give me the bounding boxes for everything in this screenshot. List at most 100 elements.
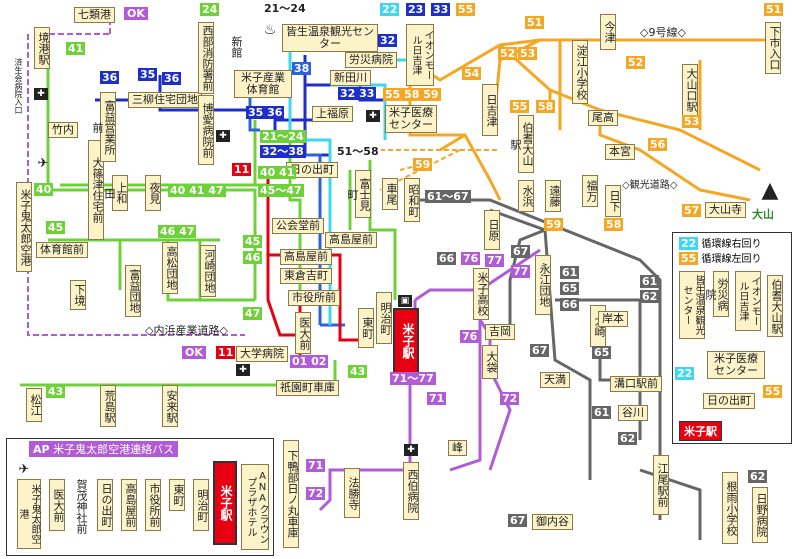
loop-left-badge: 55 — [679, 252, 699, 265]
route-badge-67: 67 — [511, 245, 531, 258]
stop-shiyakusho[interactable]: 市役所前 — [288, 290, 340, 306]
stop-hakuai[interactable]: 博愛病院前 — [198, 95, 214, 165]
stop-ogihara[interactable]: 日原 — [484, 210, 500, 250]
stop-yonago-kuko[interactable]: 米子鬼太郎空港 — [16, 182, 32, 272]
stop-saika[interactable]: 済生会病院入口 — [14, 58, 23, 114]
stop-higashimachi[interactable]: 東町 — [358, 308, 374, 348]
airplane-icon: ✈ — [18, 462, 30, 477]
stop-shinkan[interactable]: 新館 — [230, 36, 243, 58]
stop-hokke[interactable]: 夜見 — [145, 175, 161, 211]
stop-yonago-kyogi[interactable]: 米子産業体育館 — [234, 70, 292, 98]
stop-imazu[interactable]: 今津 — [600, 14, 616, 50]
stop-takeuchi[interactable]: 竹内 — [48, 122, 78, 138]
stop-nishiboshi[interactable]: 西部消防署前 — [198, 22, 214, 94]
label-kokudo9: ◇9号線◇ — [640, 26, 686, 39]
stop-tsukinowa[interactable]: 日吉津 — [482, 84, 498, 136]
stop-tomimasu[interactable]: 富益団地 — [125, 265, 141, 317]
stop-nishihaku[interactable]: 西伯病院 — [403, 462, 419, 520]
stop-showa[interactable]: 昭和町 — [404, 178, 420, 222]
stop-yoshida[interactable]: 淀江小学校 — [572, 40, 588, 104]
loop-stop-kaike[interactable]: 皆生温泉観光センター — [679, 271, 705, 339]
stop-hiorin[interactable]: 日下 — [605, 185, 621, 217]
stop-gion[interactable]: 峰 — [448, 440, 467, 456]
ap-stop-ana[interactable]: ANAクラウンプラザホテル — [241, 464, 269, 550]
ap-stop-kamo[interactable]: 賀茂神社前 — [75, 479, 88, 534]
stop-fukumae[interactable]: 福万 — [582, 175, 598, 207]
ap-stop-higashimachi[interactable]: 東町 — [169, 479, 185, 511]
stop-kagou[interactable]: 岸本 — [598, 311, 628, 327]
stop-hinode[interactable]: 日の出町 — [286, 162, 338, 178]
stop-kawasaki[interactable]: 河崎団地 — [200, 245, 216, 297]
stop-daigaku[interactable]: 大学病院 — [236, 346, 288, 362]
stop-takamatsu[interactable]: 高松団地 — [162, 242, 178, 294]
stop-enaka[interactable]: 医大前 — [295, 312, 311, 354]
stop-kaike[interactable]: 皆生温泉観光センター — [282, 24, 378, 52]
ap-stop-meiji[interactable]: 明治町 — [193, 479, 209, 531]
stop-nishi-tanigawa[interactable]: 御内谷 — [532, 514, 573, 530]
stop-honmachi[interactable]: 本宮 — [605, 144, 635, 160]
ap-stop-shiyakusho[interactable]: 市役所前 — [145, 479, 161, 531]
station-yonago[interactable]: 米子駅 — [393, 308, 419, 374]
stop-tanigawa[interactable]: 谷川 — [618, 405, 648, 421]
stop-shinden[interactable]: 新田川 — [330, 70, 371, 86]
stop-araijima[interactable]: 荒島駅 — [100, 385, 116, 427]
stop-sanyo[interactable]: 三柳住宅団地 — [128, 92, 202, 108]
loop-stop-hinode[interactable]: 日の出町 — [703, 393, 755, 409]
stop-shichirui[interactable]: 七類港 — [74, 7, 115, 23]
stop-miyoshi[interactable]: 吉岡 — [485, 324, 515, 340]
stop-kamiyama[interactable]: 大山口駅 — [682, 64, 698, 116]
stop-fujimicho[interactable]: 富士見町 — [346, 170, 371, 218]
stop-entan[interactable]: 遠藤 — [545, 180, 561, 212]
ap-stop-hinode[interactable]: 日の出町 — [97, 479, 113, 531]
stop-jueki[interactable]: 富益営業所前 — [91, 92, 116, 162]
stop-tenmon[interactable]: 天満 — [540, 372, 570, 388]
stop-oshinozu[interactable]: 大篠津住宅前 — [88, 140, 104, 240]
stop-otaka[interactable]: 尾高 — [588, 110, 618, 126]
stop-kamifukuhara[interactable]: 上福原 — [312, 106, 353, 122]
train-icon: ▣ — [398, 295, 412, 307]
ap-stop-idaimae[interactable]: 医大前 — [49, 479, 65, 531]
ap-stop-kuko[interactable]: 米子鬼太郎空港 — [17, 479, 41, 549]
stop-nemu[interactable]: 根雨小学校 — [722, 472, 738, 544]
stop-kiriko[interactable]: 祇園町車庫 — [276, 380, 339, 396]
stop-kouka[interactable]: 公会堂前 — [272, 218, 324, 234]
stop-ankyu[interactable]: 安来駅 — [162, 385, 178, 427]
stop-shimosakai[interactable]: 下境 — [70, 280, 86, 310]
stop-rosai[interactable]: 労災病院 — [345, 52, 397, 68]
stop-matsue[interactable]: 松江 — [26, 388, 42, 422]
loop-stop-hokou[interactable]: 伯耆大山駅 — [767, 275, 783, 337]
ap-stop-takashimaya[interactable]: 高島屋前 — [121, 479, 137, 531]
stop-kouenoji[interactable]: 江尾駅前 — [653, 455, 669, 515]
loop-stop-rosai[interactable]: 労災病院 — [704, 271, 729, 317]
stop-eikou[interactable]: 永江団地 — [535, 255, 551, 315]
stop-yonago-iryo[interactable]: 米子医療センター — [385, 105, 437, 133]
stop-kaizuka[interactable]: 溝口駅前 — [610, 376, 662, 392]
stop-meiji[interactable]: 明治町 — [376, 292, 392, 344]
ap-station-yonago[interactable]: 米子駅 — [213, 461, 237, 545]
stop-takashimaya[interactable]: 高島屋前 — [325, 232, 377, 248]
loop-station[interactable]: 米子駅 — [679, 421, 722, 441]
label-kanko: ◇観光道路◇ — [622, 180, 678, 191]
stop-aeon[interactable]: イオンモール日吉津 — [406, 24, 434, 86]
stop-taiikukan[interactable]: 体育館前 — [36, 242, 88, 258]
stop-yoneko[interactable]: 米子高校 — [473, 268, 489, 320]
stop-hinobyoin[interactable]: 日野病院 — [752, 487, 768, 543]
route-badge-55-58-59: 55 58 59 — [383, 88, 441, 101]
stop-kamiwada[interactable]: 上和田 — [103, 175, 128, 211]
stop-kamo[interactable]: 下鴨部日ノ丸車庫 — [283, 440, 299, 548]
route-badge-54: 54 — [462, 67, 482, 80]
stop-higashiyoshi[interactable]: 東倉吉町 — [280, 268, 332, 284]
route-badge-21-24: 21～24 — [262, 2, 308, 15]
stop-daisenji[interactable]: 大山寺 — [705, 202, 746, 218]
stop-kurayoshi[interactable]: 車尾 — [382, 178, 398, 210]
stop-takashimaya-2[interactable]: 高島屋前 — [280, 249, 332, 265]
stop-ohmori[interactable]: 大袋 — [482, 345, 498, 379]
stop-mizuhama[interactable]: 水浜 — [518, 180, 534, 212]
loop-stop-iryo[interactable]: 米子医療センター — [707, 351, 765, 379]
stop-shimoichi[interactable]: 下市入口 — [765, 22, 781, 74]
loop-stop-aeon[interactable]: イオンモール日吉津 — [735, 271, 761, 331]
stop-sakai[interactable]: 境港駅 — [34, 27, 50, 69]
stop-zaiji[interactable]: 法勝寺 — [344, 468, 360, 518]
route-line-orange-main — [409, 38, 780, 202]
stop-hokou[interactable]: 伯耆大山駅 — [509, 115, 534, 173]
